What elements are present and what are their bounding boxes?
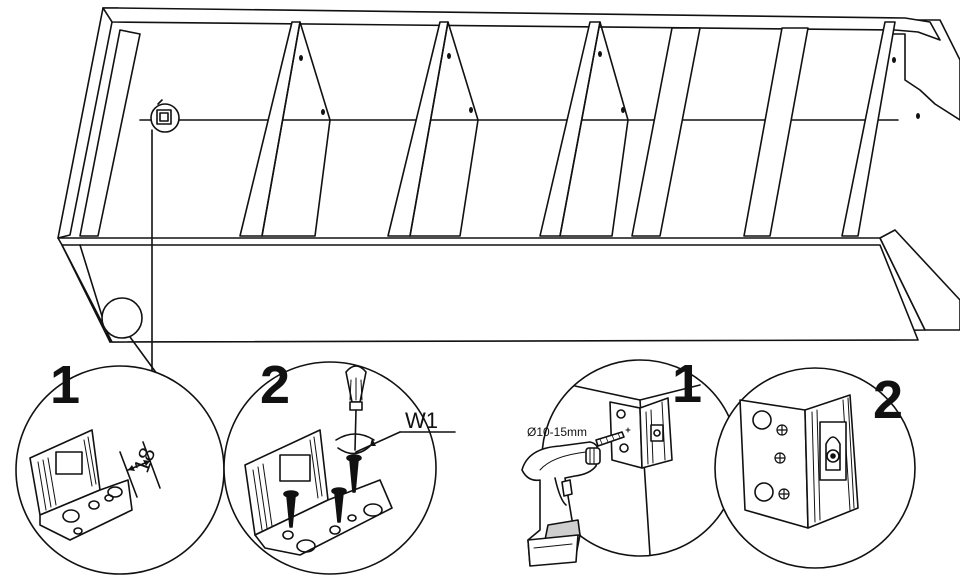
detail-bracket-step-1: 18 1: [15, 355, 225, 575]
cabinet-right-side: [879, 229, 960, 331]
cordless-drill-icon: [521, 441, 601, 567]
step-number-wall-2: 2: [873, 370, 903, 430]
screw-code-label: W1: [405, 408, 438, 433]
cabinet-cam-holes: [299, 51, 920, 119]
cabinet-left-side-inner: [79, 29, 141, 237]
bracket-callout-small: [150, 99, 180, 133]
step-number-bracket-2: 2: [260, 355, 290, 415]
screw-icon: [283, 454, 362, 528]
callout-origin-circle: [101, 297, 143, 339]
step-number-bracket-1: 1: [50, 355, 80, 415]
cabinet-left-side: [57, 7, 113, 239]
drill-size-label: Ø10-15mm: [527, 425, 587, 439]
cabinet-drawing: [57, 7, 960, 379]
cabinet-dividers: [239, 21, 896, 237]
screw-leader-line: [355, 431, 401, 453]
cabinet-top-rail: [102, 7, 941, 41]
detail-wall-step-2: 2: [714, 367, 916, 569]
step-number-wall-1: 1: [672, 354, 702, 414]
cabinet-front-face: [61, 244, 919, 343]
detail-bracket-step-2: W1 2: [223, 355, 456, 575]
screwdriver-icon: [335, 365, 376, 455]
detail-wall-step-1: Ø10-15mm 1: [527, 354, 739, 557]
